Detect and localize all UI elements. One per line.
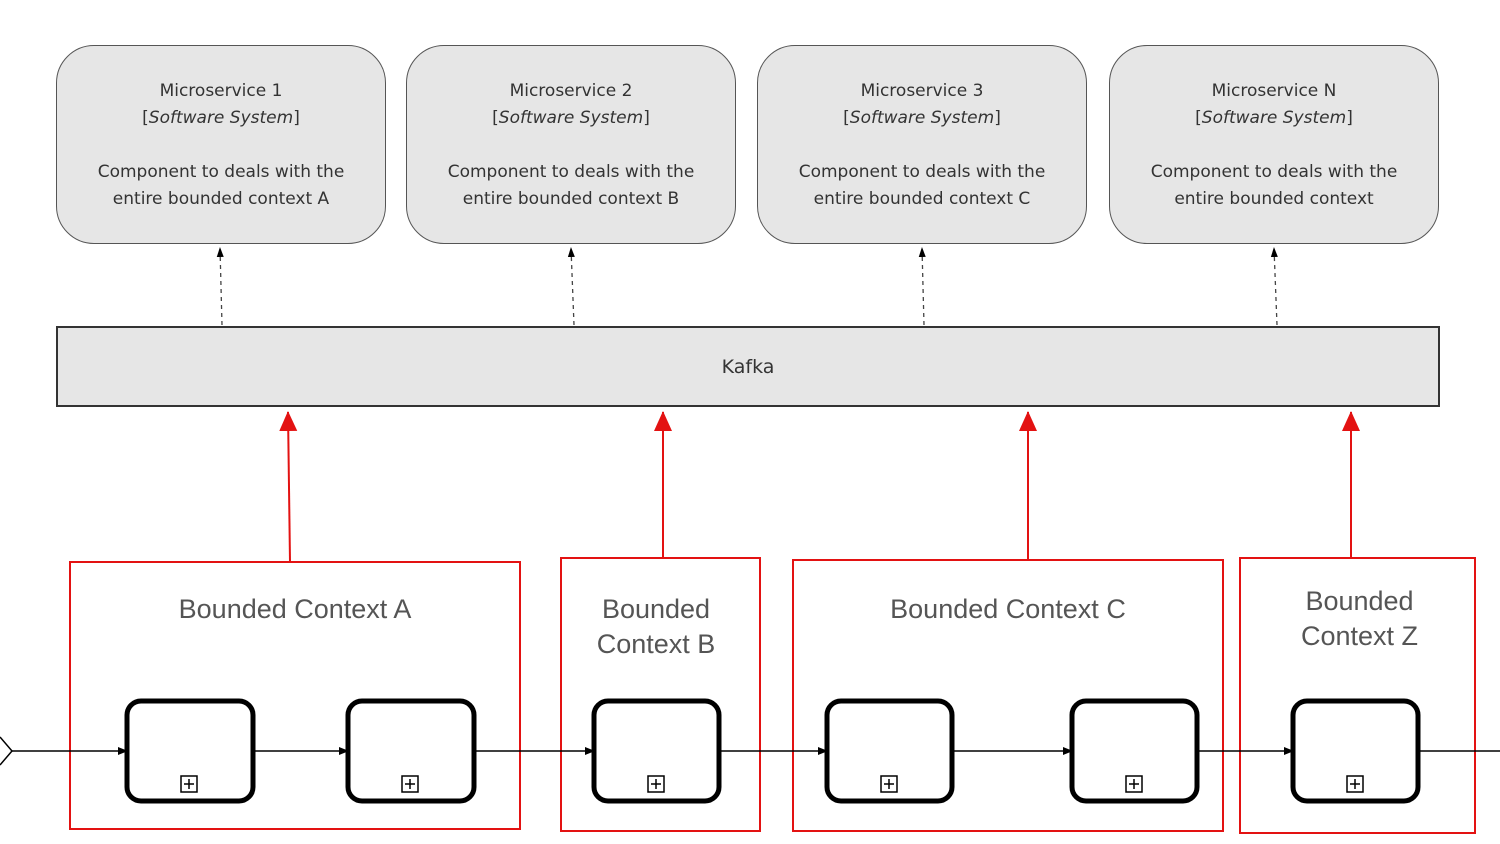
microservice-node-1: Microservice 1 Software System Component…	[56, 45, 386, 244]
microservice-node-3: Microservice 3 Software System Component…	[757, 45, 1087, 244]
subprocess-task	[345, 698, 477, 804]
subprocess-task	[1069, 698, 1200, 804]
microservice-description: Component to deals with the entire bound…	[447, 162, 695, 209]
microservice-type: Software System	[407, 105, 735, 132]
microservice-node-n: Microservice N Software System Component…	[1109, 45, 1439, 244]
microservice-description: Component to deals with the entire bound…	[798, 162, 1046, 209]
bounded-context-label-c: Bounded Context C	[890, 594, 1126, 624]
microservice-title: Microservice 3	[860, 81, 984, 101]
publish-arrows	[279, 411, 1360, 563]
kafka-bus: Kafka	[56, 326, 1440, 407]
bounded-context-frames	[69, 557, 1476, 834]
bounded-context-label-z: Bounded Context Z	[1300, 586, 1419, 651]
subscription-link-3	[918, 247, 926, 326]
subscription-link-2	[567, 247, 575, 326]
start-event-marker	[0, 736, 13, 766]
microservice-type: Software System	[1110, 105, 1438, 132]
subprocess-task	[824, 698, 955, 804]
subprocess-task	[124, 698, 256, 804]
microservice-title: Microservice 2	[509, 81, 633, 101]
expand-icon	[1125, 775, 1143, 793]
expand-icon	[647, 775, 665, 793]
bounded-context-label-b: Bounded Context B	[596, 594, 716, 659]
microservice-type: Software System	[57, 105, 385, 132]
bounded-context-label-a: Bounded Context A	[178, 594, 412, 624]
subprocess-task	[591, 698, 722, 804]
expand-icon	[1346, 775, 1364, 793]
microservice-description: Component to deals with the entire bound…	[97, 162, 345, 209]
bounded-context-frame-c	[792, 559, 1224, 832]
subscription-link-n	[1270, 247, 1278, 326]
bounded-context-frame-a	[69, 561, 521, 830]
subprocess-task	[1290, 698, 1421, 804]
microservice-node-2: Microservice 2 Software System Component…	[406, 45, 736, 244]
expand-icon	[180, 775, 198, 793]
expand-icon	[401, 775, 419, 793]
process-flow	[0, 736, 1500, 766]
bounded-context-frame-b	[560, 557, 761, 832]
subprocess-tasks	[124, 698, 1421, 804]
kafka-label: Kafka	[721, 355, 775, 378]
subscription-links	[216, 247, 1278, 326]
subscription-link-1	[216, 247, 224, 326]
microservice-title: Microservice 1	[159, 81, 283, 101]
microservice-description: Component to deals with the entire bound…	[1150, 162, 1398, 209]
microservice-type: Software System	[758, 105, 1086, 132]
microservice-title: Microservice N	[1211, 81, 1337, 101]
publish-arrow-a	[279, 411, 298, 563]
bounded-context-frame-z	[1239, 557, 1476, 834]
expand-icon	[880, 775, 898, 793]
